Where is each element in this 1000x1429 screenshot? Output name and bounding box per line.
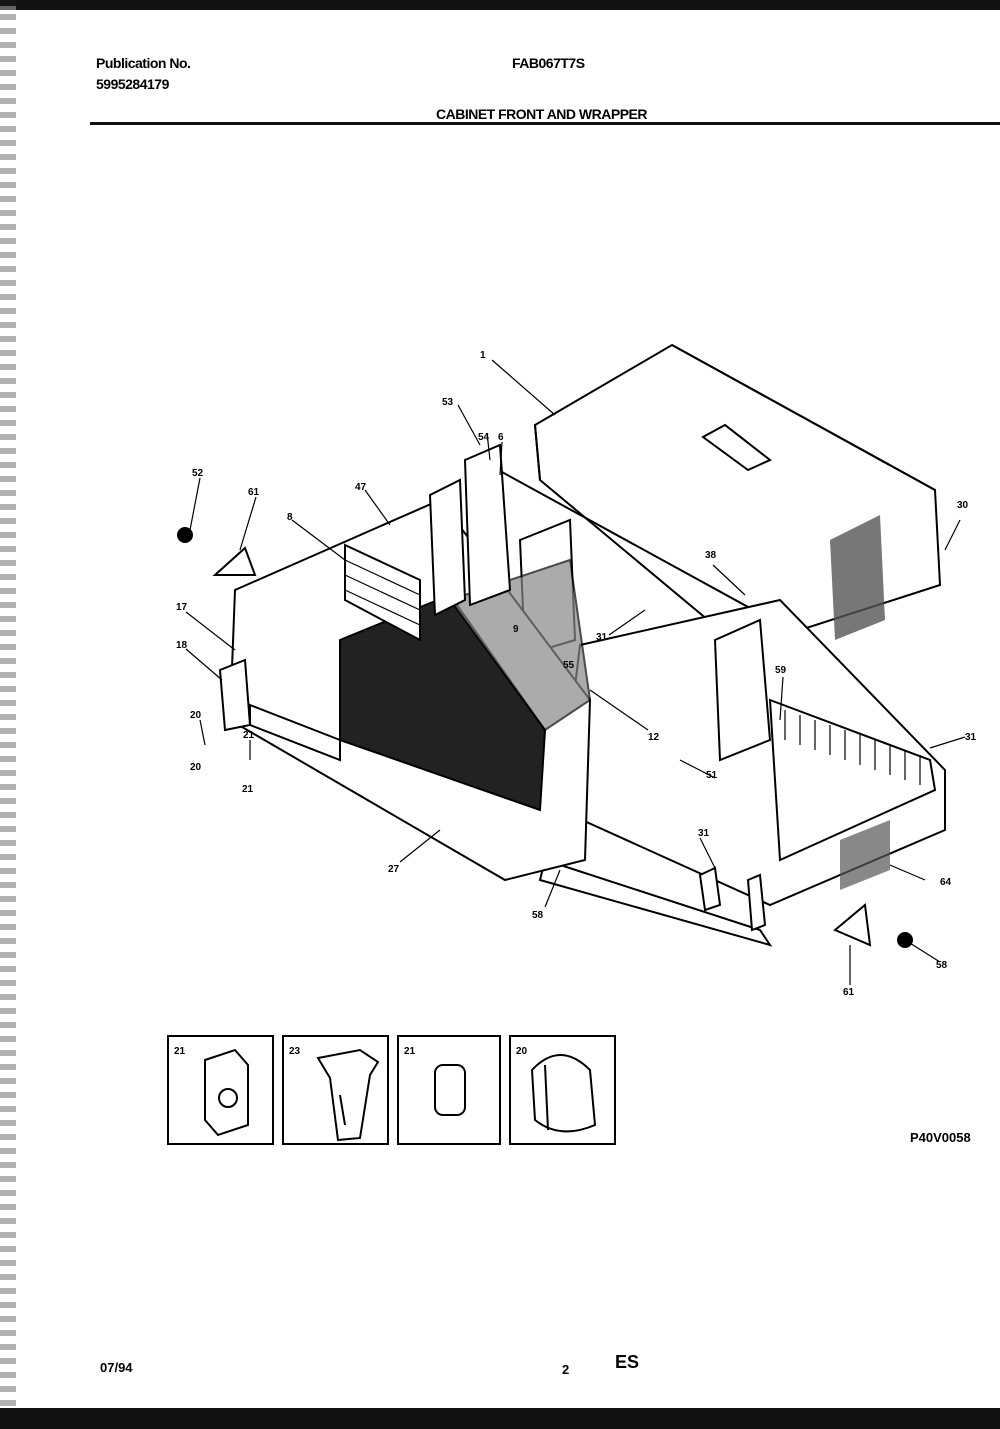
detail-box-4-label: 20	[516, 1046, 528, 1057]
callout-9: 9	[513, 624, 519, 635]
callout-21: 21	[243, 730, 255, 741]
footer-code: ES	[615, 1352, 640, 1372]
callout-47: 47	[355, 482, 367, 493]
callout-12: 12	[648, 732, 660, 743]
callout-59: 59	[775, 665, 787, 676]
detail-box-3	[397, 1035, 501, 1145]
detail-box-1-label: 21	[174, 1046, 186, 1057]
top-border	[0, 0, 1000, 10]
callout-31: 31	[698, 828, 710, 839]
callout-27: 27	[388, 864, 400, 875]
callout-31: 31	[596, 632, 608, 643]
callout-30: 30	[957, 500, 969, 511]
callout-64: 64	[940, 877, 952, 888]
callout-55: 55	[563, 660, 575, 671]
footer-page: 2	[562, 1362, 570, 1377]
callout-54: 54	[478, 432, 490, 443]
footer-date: 07/94	[100, 1360, 133, 1375]
callout-52: 52	[192, 468, 204, 479]
figure-code: P40V0058	[910, 1130, 971, 1145]
callout-17: 17	[176, 602, 188, 613]
callout-20: 20	[190, 710, 202, 721]
callout-61: 61	[248, 487, 260, 498]
publication-label: Publication No.	[96, 55, 191, 71]
callout-20: 20	[190, 762, 202, 773]
callout-53: 53	[442, 397, 454, 408]
detail-box-3-label: 21	[404, 1046, 416, 1057]
callout-21: 21	[242, 784, 254, 795]
callout-58: 58	[532, 910, 544, 921]
callout-1: 1	[480, 350, 486, 361]
callout-38: 38	[705, 550, 717, 561]
bottom-border	[0, 1408, 1000, 1429]
detail-box-2-label: 23	[289, 1046, 301, 1057]
header-rule	[90, 122, 1000, 125]
model-number: FAB067T7S	[512, 55, 585, 71]
section-title: CABINET FRONT AND WRAPPER	[436, 106, 647, 122]
detail-box-4	[509, 1035, 616, 1145]
callout-31: 31	[965, 732, 977, 743]
callout-6: 6	[498, 432, 504, 443]
callout-58: 58	[936, 960, 948, 971]
left-scan-edge	[0, 0, 16, 1429]
publication-number: 5995284179	[96, 76, 169, 92]
callout-18: 18	[176, 640, 188, 651]
callout-8: 8	[287, 512, 293, 523]
callout-51: 51	[706, 770, 718, 781]
callout-61: 61	[843, 987, 855, 998]
